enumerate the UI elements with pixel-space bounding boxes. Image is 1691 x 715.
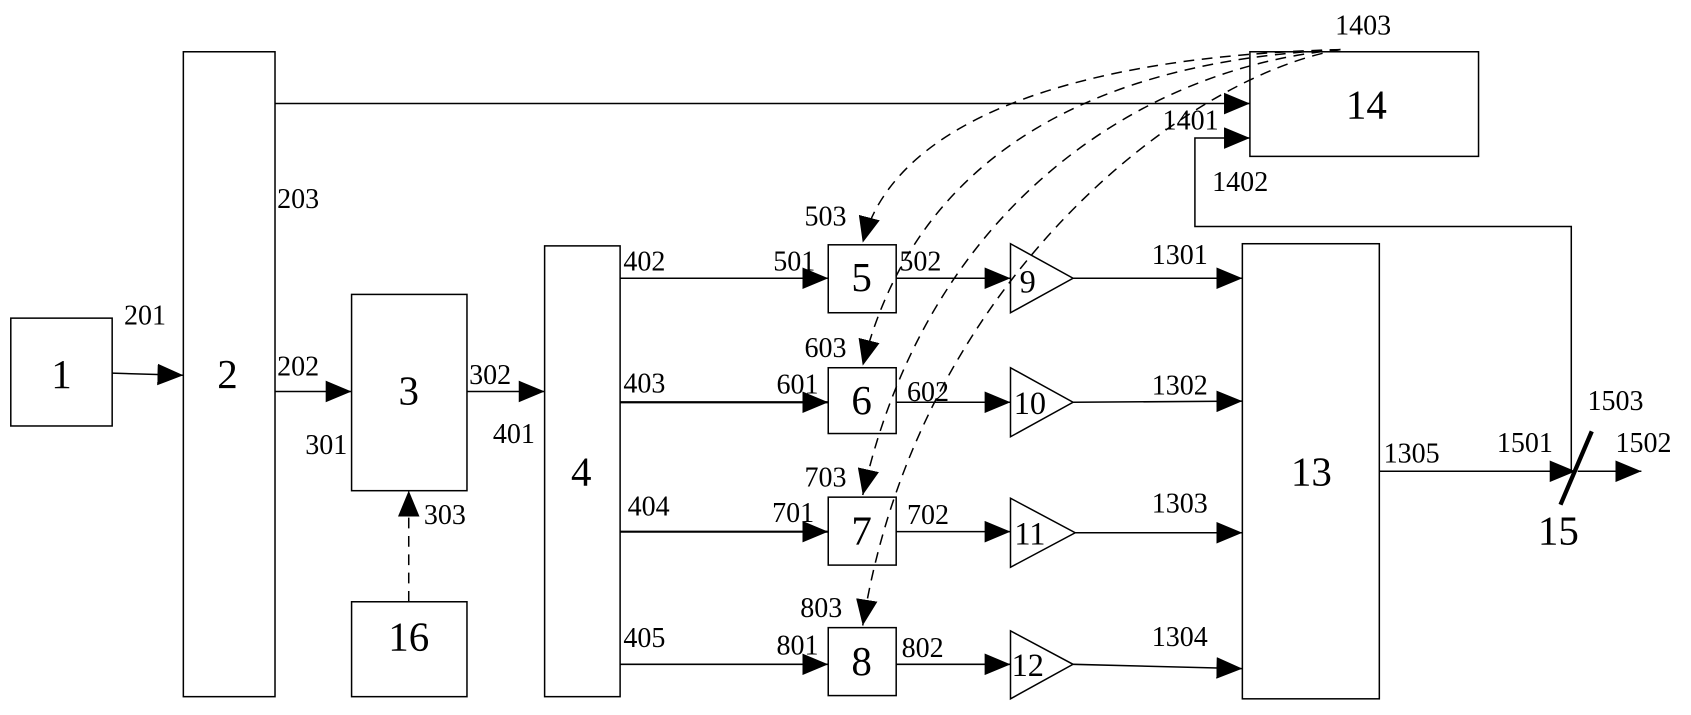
port-1403-label: 1403: [1335, 11, 1391, 42]
port-1304-label: 1304: [1152, 622, 1208, 653]
port-701-label: 701: [772, 498, 814, 529]
port-405-label: 405: [623, 623, 665, 654]
port-603-label: 603: [805, 333, 847, 364]
port-1502-label: 1502: [1616, 428, 1672, 459]
block-16-label: 16: [388, 613, 429, 659]
port-803-label: 803: [800, 593, 842, 624]
port-503-label: 503: [805, 201, 847, 232]
block-6-label: 6: [851, 377, 871, 423]
port-202-label: 202: [277, 351, 319, 382]
port-303-label: 303: [424, 500, 466, 531]
port-601-label: 601: [776, 370, 818, 401]
port-1301-label: 1301: [1152, 240, 1208, 271]
port-201-label: 201: [124, 301, 166, 332]
port-801-label: 801: [776, 631, 818, 662]
port-501-label: 501: [773, 247, 815, 278]
element-15-label: 15: [1538, 508, 1579, 554]
amplifier-12-label: 12: [1012, 647, 1044, 683]
block-8-label: 8: [851, 638, 871, 684]
port-404-label: 404: [628, 491, 670, 522]
port-802-label: 802: [902, 633, 944, 664]
port-1503-label: 1503: [1587, 386, 1643, 417]
port-1303-label: 1303: [1152, 488, 1208, 519]
amplifier-9-label: 9: [1020, 263, 1036, 299]
port-1302-label: 1302: [1152, 371, 1208, 402]
port-302-label: 302: [469, 360, 511, 391]
port-1501-label: 1501: [1497, 428, 1553, 459]
block-3-label: 3: [398, 367, 418, 413]
connection-12-to-13: [1073, 664, 1242, 668]
block-14-label: 14: [1346, 82, 1387, 128]
port-602-label: 602: [907, 377, 949, 408]
port-401-label: 401: [493, 419, 535, 450]
block-2-label: 2: [217, 351, 237, 397]
port-203-label: 203: [277, 184, 319, 215]
amplifier-11-label: 11: [1014, 516, 1045, 552]
port-502-label: 502: [899, 247, 941, 278]
port-402-label: 402: [623, 247, 665, 278]
port-703-label: 703: [805, 462, 847, 493]
port-702-label: 702: [907, 500, 949, 531]
port-1401-label: 1401: [1163, 105, 1219, 136]
port-301-label: 301: [305, 430, 347, 461]
block-13-label: 13: [1291, 448, 1332, 494]
port-1305-label: 1305: [1384, 439, 1440, 470]
block-5-label: 5: [851, 254, 871, 300]
block-7-label: 7: [851, 508, 871, 554]
port-1402-label: 1402: [1212, 167, 1268, 198]
element-15-slash: [1561, 431, 1592, 504]
amplifier-10-label: 10: [1014, 385, 1046, 421]
block-4-label: 4: [571, 448, 591, 494]
port-403-label: 403: [623, 369, 665, 400]
block-1-label: 1: [51, 351, 71, 397]
connection-1-to-2: [112, 373, 183, 375]
